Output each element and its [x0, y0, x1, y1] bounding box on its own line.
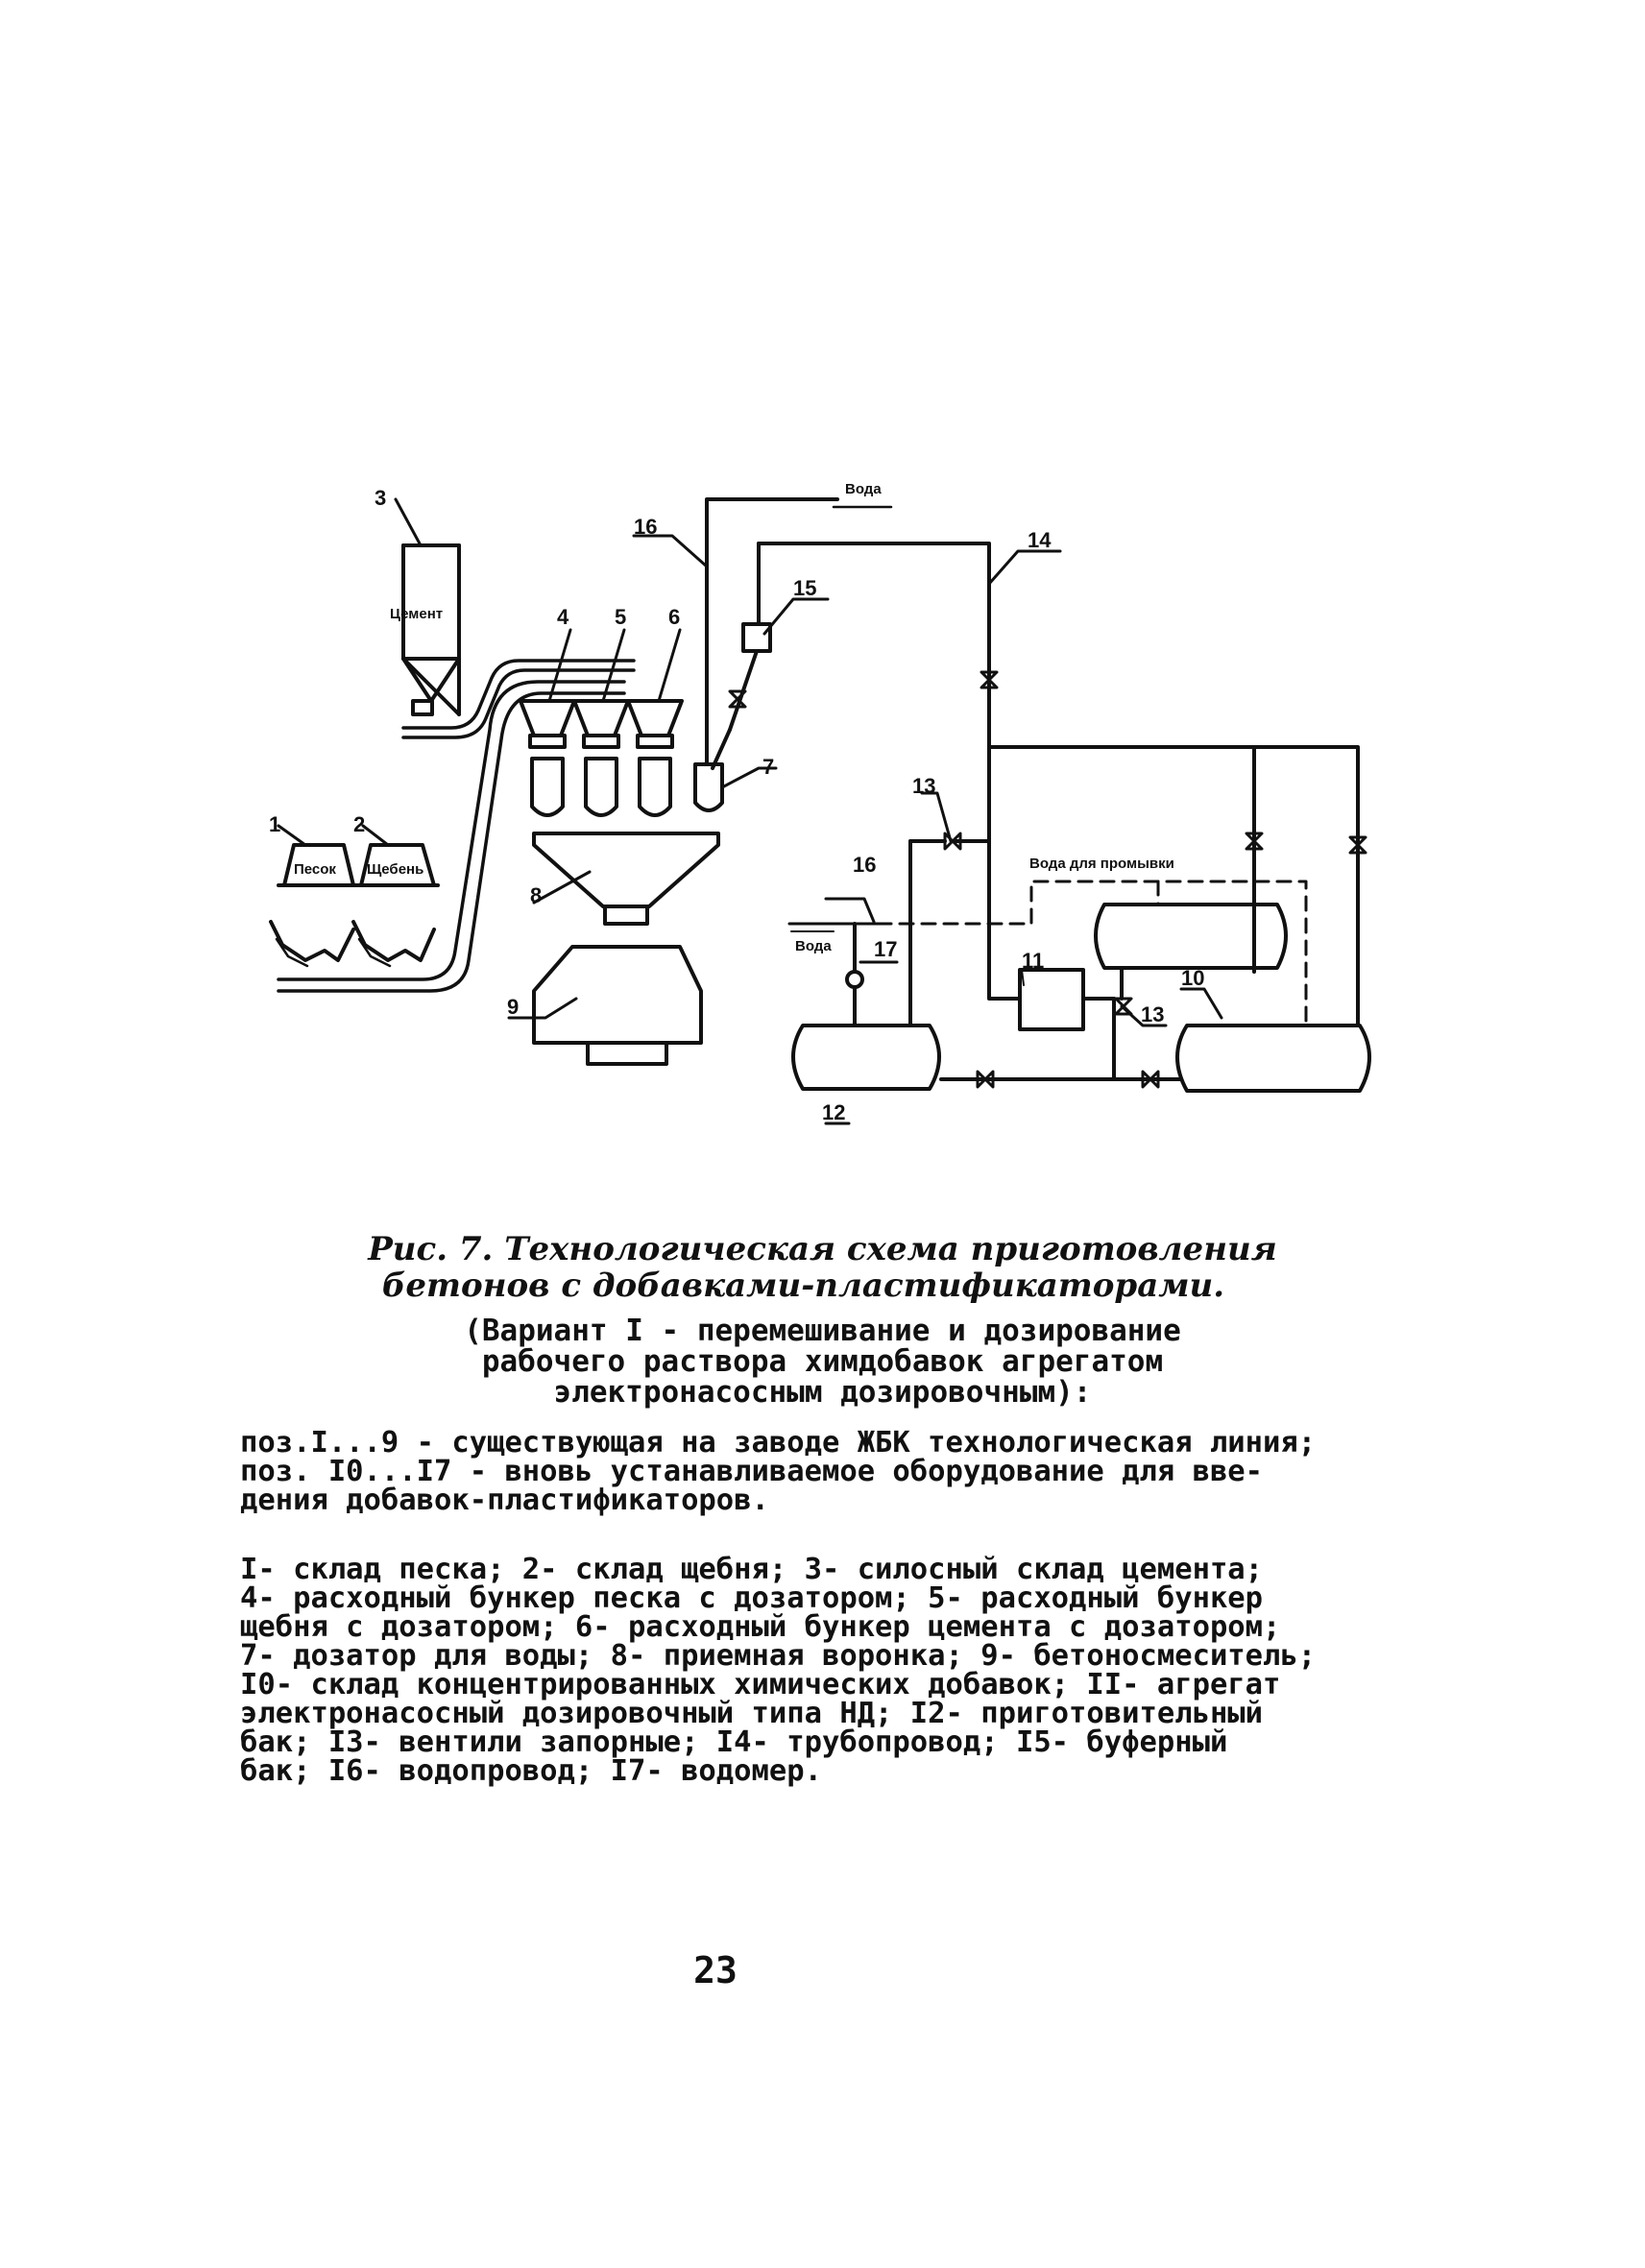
figure-caption: Рис. 7. Технологическая схема приготовле… — [0, 1231, 1645, 1304]
legend-line: электронасосный дозировочный типа НД; I2… — [240, 1697, 1264, 1730]
legend-line: бак; I6- водопровод; I7- водомер. — [240, 1754, 822, 1788]
additive-storage-tank — [1175, 901, 1371, 1093]
water-main-16 — [705, 497, 839, 766]
flushing-tank — [1094, 903, 1288, 1001]
legend-line: 7- дозатор для воды; 8- приемная воронка… — [240, 1639, 1317, 1673]
label-6: 6 — [668, 605, 680, 629]
label-7: 7 — [762, 755, 774, 779]
label-5: 5 — [615, 605, 626, 629]
positions-line: дения добавок-пластификаторов. — [240, 1484, 769, 1517]
label-11: 11 — [1022, 949, 1044, 973]
preparation-tank — [791, 839, 1022, 1091]
receiving-funnel — [532, 832, 720, 926]
label-13-right: 13 — [1141, 1002, 1164, 1026]
legend-line: I- склад песка; 2- склад щебня; 3- силос… — [240, 1553, 1264, 1586]
label-4: 4 — [557, 605, 569, 629]
label-cement: Цемент — [390, 606, 443, 622]
pipeline-14 — [757, 542, 1360, 1001]
label-9: 9 — [507, 995, 519, 1019]
label-voda-flush: Вода для промывки — [1029, 856, 1174, 872]
legend-line: 4- расходный бункер песка с дозатором; 5… — [240, 1581, 1264, 1615]
positions-paragraph: поз.I...9 - существующая на заводе ЖБК т… — [240, 1426, 1421, 1517]
label-shcheben: Щебень — [367, 861, 423, 878]
label-8: 8 — [530, 883, 542, 907]
sand-storage — [269, 843, 359, 968]
sand-hopper — [519, 699, 576, 817]
variant-description: (Вариант I - перемешивание и дозирование… — [0, 1315, 1645, 1408]
label-17: 17 — [874, 937, 897, 961]
legend-line: щебня с дозатором; 6- расходный бункер ц… — [240, 1610, 1281, 1644]
label-10: 10 — [1181, 966, 1204, 990]
label-voda-left: Вода — [795, 938, 832, 954]
label-13-top: 13 — [912, 774, 935, 798]
flush-water-dashed — [787, 880, 1308, 1029]
label-2: 2 — [353, 812, 365, 836]
label-14: 14 — [1028, 528, 1052, 552]
stone-hopper — [572, 699, 630, 817]
label-12: 12 — [822, 1100, 845, 1124]
label-voda-top: Вода — [845, 481, 882, 497]
variant-line-1: (Вариант I - перемешивание и дозирование — [464, 1314, 1181, 1348]
label-16-left: 16 — [853, 853, 876, 877]
legend-paragraph: I- склад песка; 2- склад щебня; 3- силос… — [240, 1553, 1421, 1788]
crushed-stone-storage — [351, 843, 440, 968]
dosing-pump-unit — [1018, 968, 1183, 1081]
water-doser — [693, 762, 724, 812]
valves — [728, 670, 1367, 1089]
caption-line-1: Рис. 7. Технологическая схема приготовле… — [368, 1230, 1277, 1268]
page-number: 23 — [693, 1949, 738, 1991]
positions-line: поз. I0...I7 - вновь устанавливаемое обо… — [240, 1455, 1264, 1488]
legend-line: бак; I3- вентили запорные; I4- трубопров… — [240, 1725, 1228, 1759]
cement-hopper — [626, 699, 684, 817]
caption-line-2: бетонов с добавками-пластификаторами. — [381, 1267, 1225, 1305]
variant-line-3: электронасосным дозировочным): — [553, 1375, 1092, 1410]
positions-line: поз.I...9 - существующая на заводе ЖБК т… — [240, 1426, 1317, 1460]
label-1: 1 — [269, 812, 280, 836]
technological-scheme-diagram: Цемент 3 Песок Щебень 1 2 — [269, 481, 1371, 1125]
cement-silo — [401, 543, 461, 716]
variant-line-2: рабочего раствора химдобавок агрегатом — [481, 1344, 1164, 1379]
concrete-mixer — [532, 945, 703, 1066]
aggregate-conveyor — [277, 680, 626, 993]
label-pesok: Песок — [294, 861, 336, 878]
legend-line: I0- склад концентрированных химических д… — [240, 1668, 1281, 1701]
label-15: 15 — [793, 576, 816, 600]
label-16-top: 16 — [634, 515, 657, 539]
cement-conveyor — [401, 659, 636, 739]
label-3: 3 — [375, 486, 386, 510]
